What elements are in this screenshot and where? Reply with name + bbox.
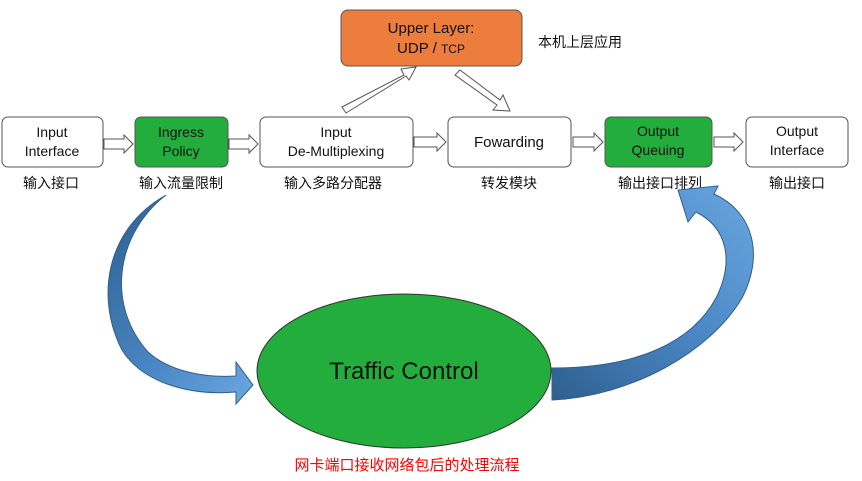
ingress-policy-line2: Policy [162,143,199,159]
upper-layer-box: Upper Layer: UDP / TCP [340,9,523,67]
upper-layer-line1: Upper Layer: [388,20,475,37]
flow-arrow-1 [103,133,134,155]
upper-layer-caption: 本机上层应用 [538,34,622,50]
flow-arrow-4 [572,131,604,153]
input-interface-line1: Input [36,124,67,140]
flow-arrow-3 [413,131,447,153]
demultiplexing-caption: 输入多路分配器 [284,175,382,191]
output-interface-line1: Output [776,123,818,139]
upper-layer-line2: UDP / TCP [397,40,465,57]
demultiplexing-line1: Input [320,124,351,140]
output-interface-box: Output Interface [745,116,849,168]
output-queuing-line2: Queuing [632,142,685,158]
ingress-policy-box: Ingress Policy [134,116,229,168]
curved-arrow-to-traffic-control [107,194,254,406]
flow-arrow-5 [713,131,744,153]
ingress-policy-line1: Ingress [158,124,204,140]
flow-arrow-2 [228,133,259,155]
input-interface-caption: 输入接口 [23,175,79,191]
forwarding-label: Fowarding [474,134,544,151]
output-interface-line2: Interface [770,142,825,158]
output-queuing-caption: 输出接口排列 [618,175,702,191]
demultiplexing-box: Input De-Multiplexing [259,116,414,168]
output-interface-caption: 输出接口 [769,175,825,191]
arrow-from-upper-layer [454,69,511,112]
input-interface-line2: Interface [25,143,80,159]
input-interface-box: Input Interface [1,116,104,168]
demultiplexing-line2: De-Multiplexing [288,143,384,159]
curved-arrow-to-output-queuing [551,185,754,401]
forwarding-caption: 转发模块 [481,175,537,191]
forwarding-box: Fowarding [447,116,572,168]
output-queuing-box: Output Queuing [604,116,713,168]
traffic-control-label: Traffic Control [329,358,478,385]
footer-caption: 网卡端口接收网络包后的处理流程 [294,457,519,474]
output-queuing-line1: Output [637,123,679,139]
traffic-control-ellipse: Traffic Control [256,293,552,449]
ingress-policy-caption: 输入流量限制 [139,175,223,191]
arrow-to-upper-layer [341,66,417,114]
